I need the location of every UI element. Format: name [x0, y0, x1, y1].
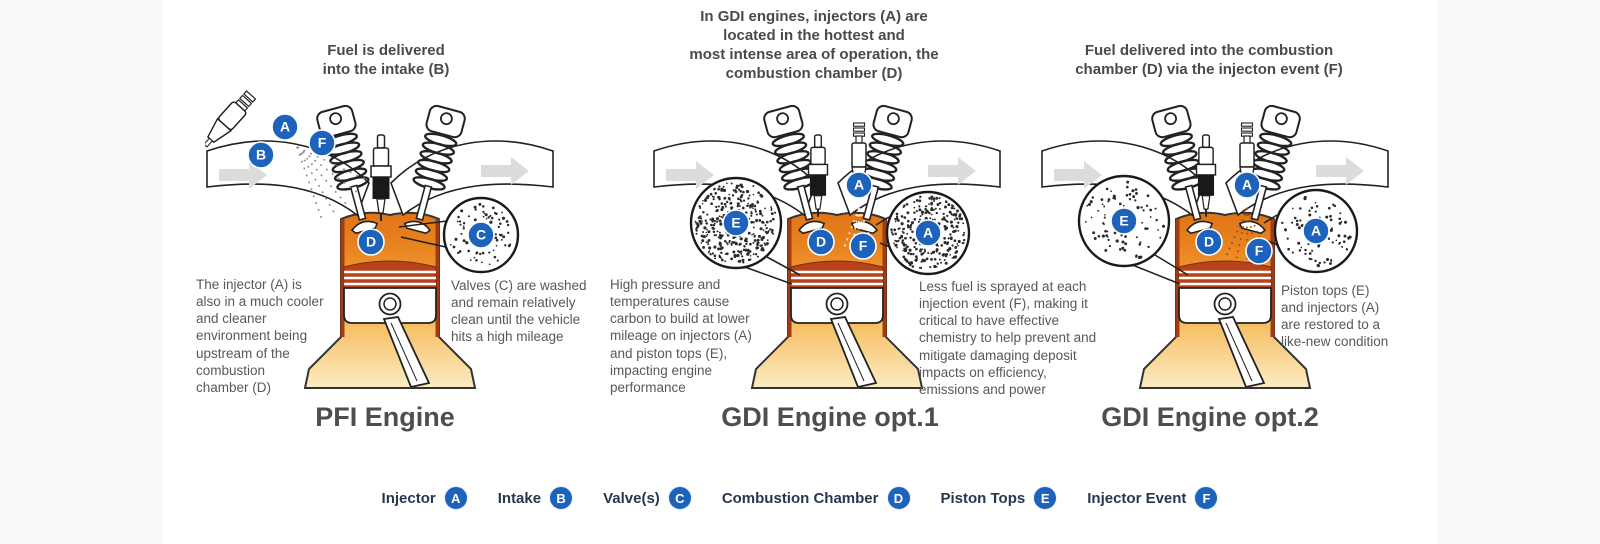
fuel-spray: [296, 146, 366, 224]
gdi1-engine-diagram: A E A D F: [652, 85, 1002, 390]
gdi2-title: GDI Engine opt.2: [1101, 402, 1319, 432]
svg-text:D: D: [816, 234, 826, 250]
gdi2-caption: Fuel delivered into the combustion chamb…: [1075, 42, 1343, 78]
gdi2-right-annotation: Piston tops (E) and injectors (A) are re…: [1281, 283, 1389, 350]
gdi1-caption: In GDI engines, injectors (A) are locate…: [689, 8, 939, 82]
spark-plug-icon: [807, 134, 829, 218]
legend-item-intake: Intake B: [498, 486, 574, 510]
svg-text:D: D: [366, 234, 376, 250]
gdi1-left-annotation: High pressure and temperatures cause car…: [610, 277, 752, 395]
badge-injector-restored: A: [1302, 217, 1330, 245]
legend-badge-b: B: [549, 486, 574, 510]
badge-injection-event: F: [1245, 237, 1273, 265]
pfi-engine-diagram: A B F D C: [205, 88, 555, 390]
legend-badge-e: E: [1033, 486, 1058, 510]
badge-valves: C: [467, 221, 495, 249]
pfi-right-annotation: Valves (C) are washed and remain relativ…: [451, 278, 587, 345]
spark-plug-icon: [370, 134, 392, 222]
badge-combustion-chamber: D: [807, 228, 835, 256]
legend-item-injector: Injector A: [382, 486, 468, 510]
svg-text:A: A: [280, 119, 290, 135]
gdi2-engine-diagram: A E A D F: [1040, 85, 1390, 390]
gdi1-right-annotation: Less fuel is sprayed at each injection e…: [919, 279, 1097, 397]
svg-text:E: E: [1119, 213, 1128, 229]
pfi-left-annotation: The injector (A) is also in a much coole…: [196, 277, 324, 395]
legend-item-valves: Valve(s) C: [603, 486, 692, 510]
badge-injector-deposits: A: [914, 219, 942, 247]
badge-piston-tops: E: [1110, 207, 1138, 235]
badge-injector: A: [271, 113, 299, 141]
badge-injection-event: F: [849, 232, 877, 260]
legend-badge-c: C: [667, 486, 692, 510]
svg-text:A: A: [923, 225, 933, 241]
pfi-title: PFI Engine: [315, 402, 455, 432]
badge-combustion-chamber: D: [1195, 228, 1223, 256]
legend-item-combustion-chamber: Combustion Chamber D: [722, 486, 911, 510]
badge-piston-tops: E: [722, 209, 750, 237]
badge-injection-event: F: [308, 129, 336, 157]
spark-plug-icon: [1195, 134, 1217, 218]
svg-text:E: E: [731, 215, 740, 231]
badge-intake: B: [247, 141, 275, 169]
legend: Injector A Intake B Valve(s) C Combustio…: [163, 486, 1437, 510]
badge-combustion-chamber: D: [357, 228, 385, 256]
svg-text:B: B: [256, 147, 266, 163]
legend-badge-a: A: [443, 486, 468, 510]
legend-badge-f: F: [1194, 486, 1219, 510]
svg-text:A: A: [854, 177, 864, 193]
svg-text:F: F: [1255, 243, 1264, 259]
badge-injector: A: [845, 171, 873, 199]
svg-text:D: D: [1204, 234, 1214, 250]
badge-injector: A: [1233, 171, 1261, 199]
gdi1-title: GDI Engine opt.1: [721, 402, 939, 432]
svg-text:F: F: [859, 238, 868, 254]
svg-text:A: A: [1242, 177, 1252, 193]
svg-text:F: F: [318, 135, 327, 151]
pfi-caption: Fuel is delivered into the intake (B): [322, 42, 450, 78]
svg-text:C: C: [476, 227, 486, 243]
legend-badge-d: D: [886, 486, 911, 510]
svg-text:A: A: [1311, 223, 1321, 239]
legend-item-piston-tops: Piston Tops E: [941, 486, 1058, 510]
legend-item-injector-event: Injector Event F: [1087, 486, 1219, 510]
